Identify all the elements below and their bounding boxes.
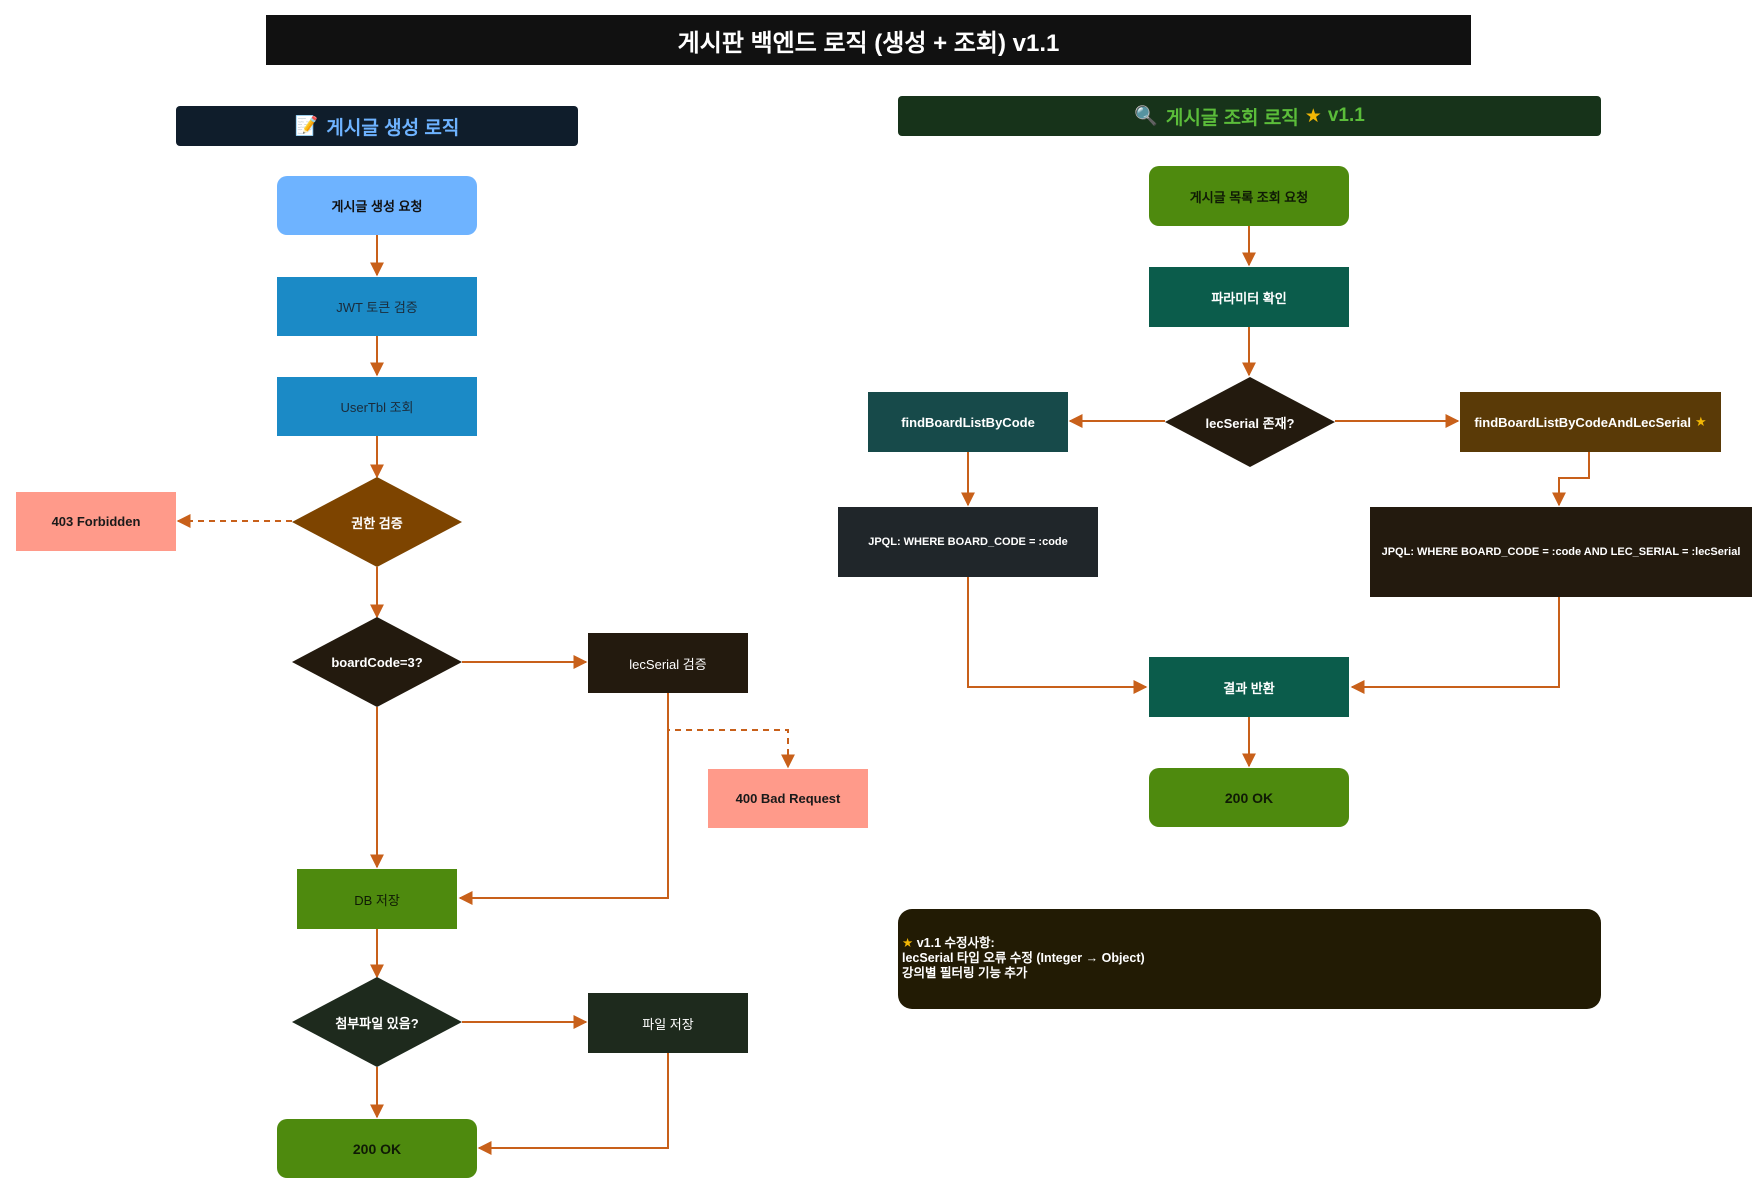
find-by-code-lec-label: findBoardListByCodeAndLecSerial <box>1474 414 1692 430</box>
edge-findcodelec-jpql <box>1552 452 1590 507</box>
edge-lec-badrequest <box>667 693 795 769</box>
star-icon: ★ <box>1304 105 1322 127</box>
node-create-200-ok: 200 OK <box>277 1119 477 1178</box>
note-heading: v1.1 수정사항: <box>916 936 995 950</box>
edge-jpql-result <box>967 577 1148 694</box>
node-lecserial-verify: lecSerial 검증 <box>588 633 748 693</box>
note-line: 강의별 필터링 기능 추가 <box>902 966 1028 980</box>
node-jpql-code: JPQL: WHERE BOARD_CODE = :code <box>838 507 1098 577</box>
magnifier-icon: 🔍 <box>1134 106 1158 127</box>
node-result-return: 결과 반환 <box>1149 657 1349 717</box>
section-header-create: 📝 게시글 생성 로직 <box>176 106 578 146</box>
node-query-200-ok: 200 OK <box>1149 768 1349 827</box>
node-create-request: 게시글 생성 요청 <box>277 176 477 235</box>
memo-icon: 📝 <box>294 116 319 137</box>
decision-lecserial-label: lecSerial 존재? <box>1205 415 1295 431</box>
section-create-label: 게시글 생성 로직 <box>326 117 460 139</box>
node-find-by-code: findBoardListByCode <box>868 392 1068 452</box>
decision-boardcode-label: boardCode=3? <box>331 654 423 670</box>
decision-attachment: 첨부파일 있음? <box>292 977 462 1067</box>
node-list-request: 게시글 목록 조회 요청 <box>1149 166 1349 226</box>
star-icon: ★ <box>902 936 914 950</box>
page-title: 게시판 백엔드 로직 (생성 + 조회) v1.1 <box>266 15 1471 65</box>
decision-boardcode: boardCode=3? <box>292 617 462 707</box>
node-jpql-code-lec: JPQL: WHERE BOARD_CODE = :code AND LEC_S… <box>1370 507 1752 597</box>
section-header-query: 🔍 게시글 조회 로직 ★ v1.1 <box>898 96 1601 136</box>
node-file-save: 파일 저장 <box>588 993 748 1053</box>
star-icon: ★ <box>1695 414 1707 429</box>
note-line: lecSerial 타입 오류 수정 (Integer → Object) <box>902 951 1145 965</box>
decision-auth-check: 권한 검증 <box>292 477 462 567</box>
version-note: ★ v1.1 수정사항: lecSerial 타입 오류 수정 (Integer… <box>898 909 1601 1009</box>
node-db-save: DB 저장 <box>297 869 457 929</box>
section-query-version: v1.1 <box>1327 105 1365 126</box>
section-query-label: 게시글 조회 로직 <box>1165 107 1299 129</box>
node-usertbl-lookup: UserTbl 조회 <box>277 377 477 436</box>
edge-lec-db <box>458 693 669 905</box>
decision-attachment-label: 첨부파일 있음? <box>335 1015 419 1031</box>
decision-lecserial-exists: lecSerial 존재? <box>1165 377 1335 467</box>
node-find-by-code-lec: findBoardListByCodeAndLecSerial ★ <box>1460 392 1721 452</box>
node-param-check: 파라미터 확인 <box>1149 267 1349 327</box>
edge-jpqllec-result <box>1350 597 1560 694</box>
decision-auth-label: 권한 검증 <box>351 515 403 531</box>
node-jwt-verify: JWT 토큰 검증 <box>277 277 477 336</box>
note-heading-line: ★ v1.1 수정사항: <box>902 936 1601 951</box>
edge-file-ok <box>477 1053 669 1155</box>
node-403-forbidden: 403 Forbidden <box>16 492 176 551</box>
node-400-bad-request: 400 Bad Request <box>708 769 868 828</box>
